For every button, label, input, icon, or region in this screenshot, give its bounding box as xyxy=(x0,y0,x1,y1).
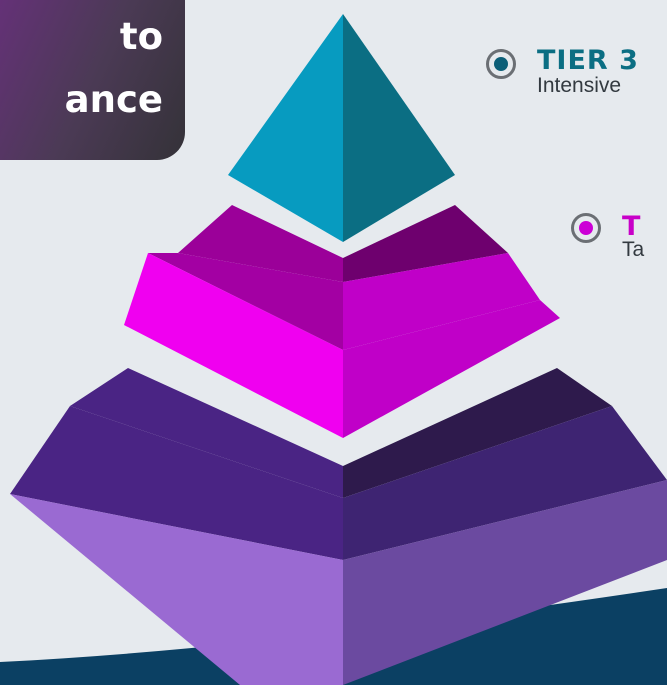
tier1-ledge-right xyxy=(343,406,667,560)
tier3-title: TIER 3 xyxy=(537,45,639,76)
tier2-marker-dot xyxy=(579,221,593,235)
tier3-left-face xyxy=(228,14,343,242)
tier1-front-right xyxy=(343,480,667,685)
tier3-radio-marker xyxy=(486,49,516,79)
title-line-1: to xyxy=(119,15,163,58)
tier1-front-left xyxy=(10,494,343,685)
tier2-front-right xyxy=(343,300,560,438)
tier2-inner-left xyxy=(178,205,343,282)
tier3-description: Intensive xyxy=(537,74,622,97)
tier2-ledge-right xyxy=(343,253,540,350)
title-line-2: ance xyxy=(64,78,163,121)
tier2-radio-marker xyxy=(571,213,601,243)
tier3-marker-dot xyxy=(494,57,508,71)
title-card: to ance xyxy=(0,0,185,160)
tier1-ledge-left xyxy=(10,406,343,560)
tier2-title: T xyxy=(622,211,642,242)
tier2-description: Ta xyxy=(622,238,645,261)
tier2-inner-right xyxy=(343,205,508,282)
tier1-inner-left xyxy=(70,368,343,498)
tier2-front-left xyxy=(124,253,343,438)
tier1-inner-right xyxy=(343,368,612,498)
tier3-right-face xyxy=(343,14,455,242)
